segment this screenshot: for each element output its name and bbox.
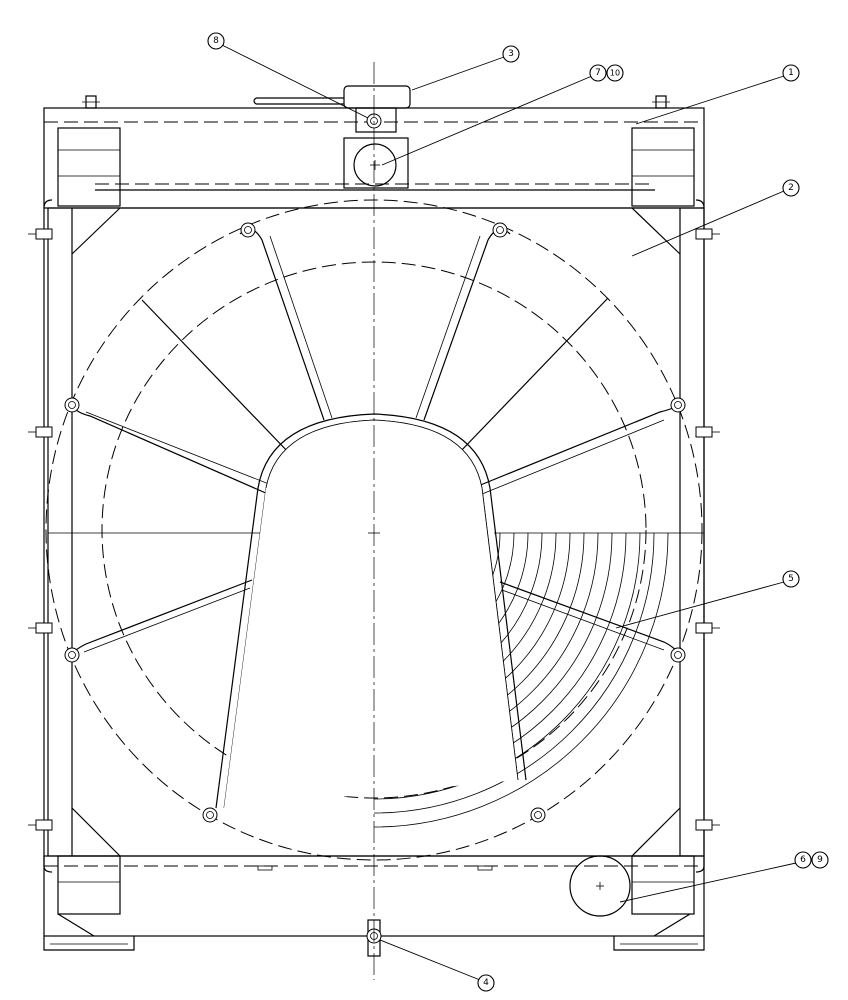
callout-10-label: 10: [610, 69, 620, 78]
hub-mask: [224, 420, 518, 808]
bolt: [28, 228, 53, 240]
callout-7: [589, 64, 607, 82]
side-bolts: [28, 228, 720, 831]
callout-5: [782, 570, 800, 588]
bolt: [28, 426, 53, 438]
bolt: [28, 622, 53, 634]
callout-6: [794, 851, 812, 869]
callout-9-label: 9: [817, 855, 823, 865]
callout-7-label: 7: [595, 68, 601, 78]
callout-1: [782, 64, 800, 82]
callout-2-label: 2: [788, 183, 794, 193]
callout-9: [811, 851, 829, 869]
centerlines: [368, 62, 380, 980]
callouts: 8 3 7 10 1 2 5 6 9 4: [207, 32, 829, 992]
callout-8-label: 8: [213, 36, 219, 46]
callout-4-label: 4: [483, 978, 489, 988]
upper-inlet: [343, 137, 409, 189]
bolt: [28, 819, 53, 831]
fan-guard: [64, 222, 686, 823]
lower-outlet: [569, 855, 631, 917]
filler-cap: [253, 85, 411, 133]
bolt: [695, 228, 720, 240]
bolt: [695, 819, 720, 831]
callout-4: [477, 974, 495, 992]
callout-6-label: 6: [800, 855, 806, 865]
callout-1-label: 1: [788, 68, 794, 78]
callout-3-label: 3: [508, 49, 514, 59]
callout-2: [782, 179, 800, 197]
bolt: [695, 426, 720, 438]
bolt: [695, 622, 720, 634]
core-frame: [43, 199, 705, 873]
callout-5-label: 5: [788, 574, 794, 584]
callout-3: [502, 45, 520, 63]
callout-8: [207, 32, 225, 50]
callout-10: [606, 64, 624, 82]
